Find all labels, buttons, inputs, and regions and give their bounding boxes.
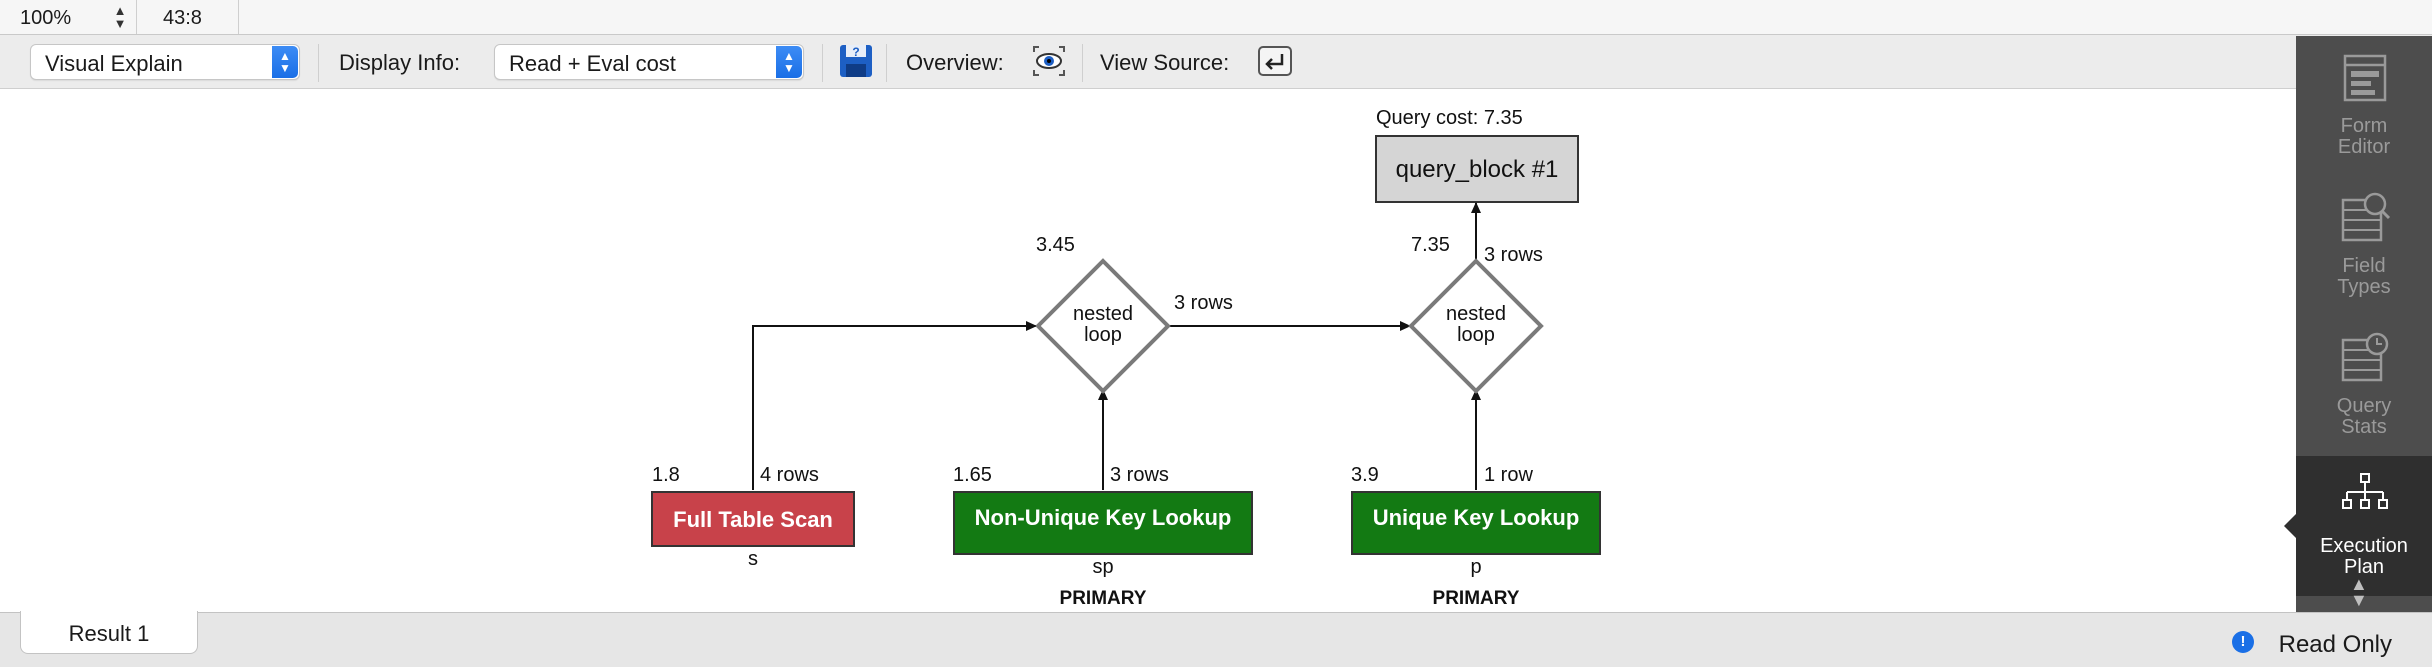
table-rows: 1 row <box>1484 464 1533 486</box>
table-key: PRIMARY <box>1060 588 1147 609</box>
view-source-icon[interactable] <box>1254 40 1296 82</box>
table-rows: 3 rows <box>1110 464 1169 486</box>
table-alias: s <box>748 548 758 570</box>
nested-loop-cost: 3.45 <box>1036 234 1075 256</box>
cursor-position-value: 43:8 <box>163 7 202 29</box>
select-arrows-icon: ▲▼ <box>272 46 298 78</box>
tab-label: Result 1 <box>68 621 150 646</box>
zoom-control[interactable]: 100% ▲▼ <box>0 0 137 34</box>
read-only-status: Read Only <box>2278 631 2392 658</box>
table-cost: 1.8 <box>652 464 680 486</box>
nested-loop-cost: 7.35 <box>1411 234 1450 256</box>
zoom-stepper-icon[interactable]: ▲▼ <box>113 3 127 31</box>
toolbar-divider <box>318 44 319 82</box>
query-block-label: query_block #1 <box>1396 156 1559 183</box>
toolbar: Visual Explain ▲▼ Display Info: Read + E… <box>0 36 2296 89</box>
table-alias: p <box>1470 556 1481 578</box>
full-table-scan-node[interactable] <box>651 491 855 547</box>
toolbar-divider <box>1082 44 1083 82</box>
status-strip: 100% ▲▼ 43:8 <box>0 0 2432 35</box>
bottom-bar: Result 1 ! Read Only <box>0 611 2432 667</box>
table-cost: 3.9 <box>1351 464 1379 486</box>
nested-loop-label: loop <box>1084 324 1122 346</box>
execution-plan-icon <box>2342 473 2388 509</box>
nested-loop-node[interactable] <box>1408 258 1544 394</box>
nested-loop-rows: 3 rows <box>1484 244 1543 266</box>
nested-loop-label: nested <box>1073 303 1133 325</box>
view-mode-value: Visual Explain <box>45 51 183 76</box>
save-icon[interactable]: ? <box>836 40 878 82</box>
table-cost: 1.65 <box>953 464 992 486</box>
overview-label: Overview: <box>906 50 1004 75</box>
nested-loop-rows: 3 rows <box>1174 292 1233 314</box>
form-editor-icon <box>2343 54 2387 102</box>
table-rows: 4 rows <box>760 464 819 486</box>
query-block-node[interactable] <box>1375 135 1579 203</box>
table-access-type: Full Table Scan <box>673 507 833 532</box>
table-key: PRIMARY <box>1433 588 1520 609</box>
zoom-value: 100% <box>20 7 72 29</box>
table-access-type: Unique Key Lookup <box>1373 505 1580 530</box>
non-unique-key-lookup-node[interactable] <box>953 491 1253 555</box>
query-cost-label: Query cost: 7.35 <box>1376 107 1523 129</box>
unique-key-lookup-node[interactable] <box>1351 491 1601 555</box>
table-access-type: Non-Unique Key Lookup <box>975 505 1232 530</box>
field-types-icon <box>2341 192 2391 242</box>
select-arrows-icon: ▲▼ <box>776 46 802 78</box>
toolbar-divider <box>822 44 823 82</box>
cursor-position: 43:8 <box>137 0 239 34</box>
toolbar-divider <box>886 44 887 82</box>
view-mode-select[interactable]: Visual Explain ▲▼ <box>30 44 300 80</box>
scroll-arrows-icon[interactable]: ▲▼ <box>2350 574 2368 610</box>
display-info-select[interactable]: Read + Eval cost ▲▼ <box>494 44 804 80</box>
nested-loop-label: loop <box>1457 324 1495 346</box>
edge-full-scan-to-loop1 <box>752 321 1037 490</box>
overview-eye-icon[interactable] <box>1028 40 1070 82</box>
info-icon: ! <box>2232 631 2254 653</box>
nested-loop-label: nested <box>1446 303 1506 325</box>
active-pointer-icon <box>2284 514 2296 538</box>
svg-text:?: ? <box>852 45 859 59</box>
display-info-value: Read + Eval cost <box>509 51 676 76</box>
tab-result-1[interactable]: Result 1 <box>20 611 198 654</box>
query-stats-icon <box>2341 332 2389 382</box>
view-source-label: View Source: <box>1100 50 1230 75</box>
execution-plan-canvas[interactable]: Query cost: 7.35 query_block #1 nested l… <box>0 89 2296 612</box>
nested-loop-node[interactable] <box>1035 258 1171 394</box>
display-info-label: Display Info: <box>339 50 461 75</box>
table-alias: sp <box>1092 556 1113 578</box>
